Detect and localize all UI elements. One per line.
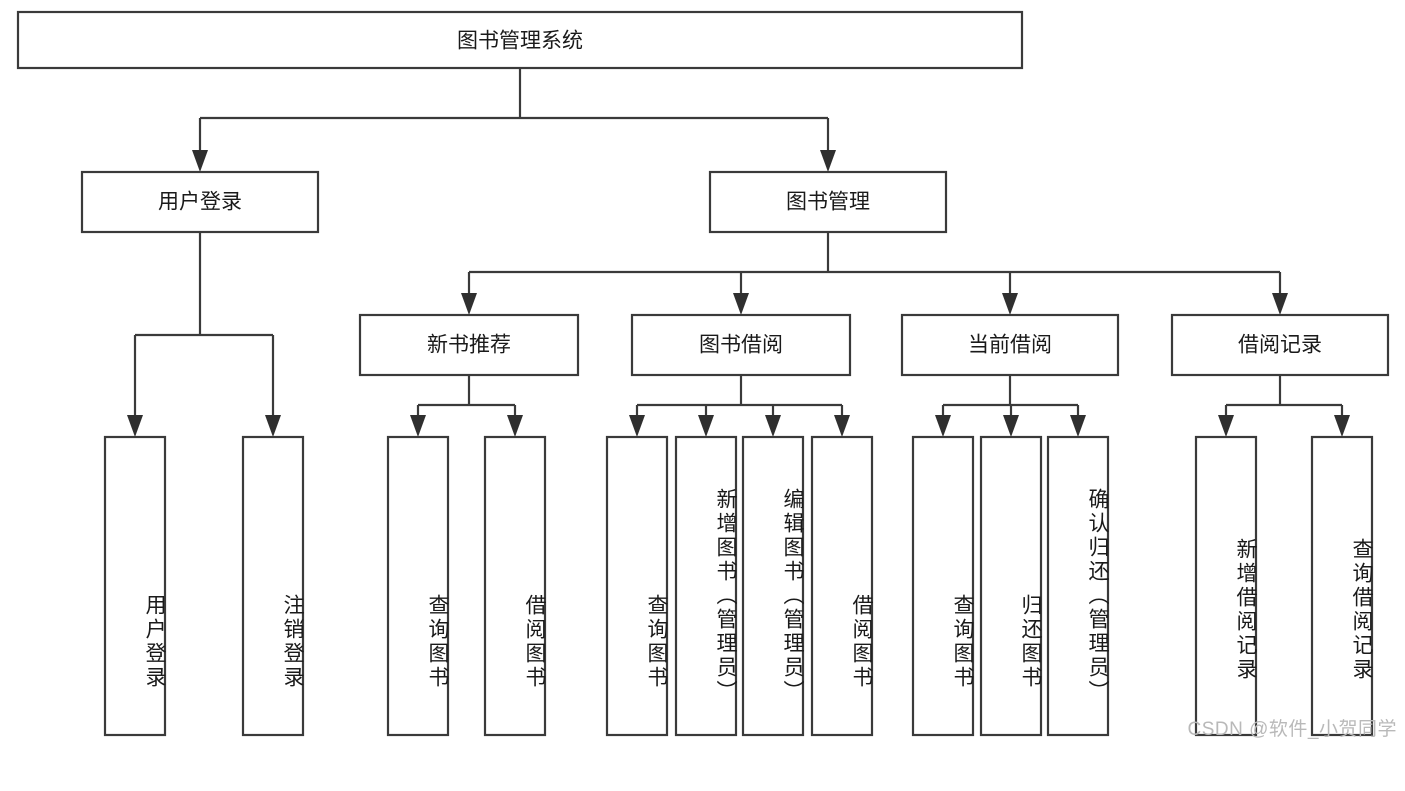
arrow-head-icon	[629, 415, 645, 437]
leaf-box-new-book-0[interactable]	[386, 435, 450, 737]
node-root-label: 图书管理系统	[457, 30, 583, 53]
node-new-book-recommend-box[interactable]	[358, 313, 580, 377]
node-book-management-label: 图书管理	[786, 191, 870, 214]
connector-root-to-level2	[192, 68, 836, 172]
leaf-box-borrow-records-0[interactable]	[1194, 435, 1258, 737]
node-book-borrow-label: 图书借阅	[699, 334, 783, 357]
watermark-text: CSDN @软件_小贺同学	[1187, 719, 1397, 740]
node-root-box[interactable]	[16, 10, 1024, 70]
arrow-head-icon	[192, 150, 208, 172]
arrow-head-icon	[1334, 415, 1350, 437]
arrow-head-icon	[1070, 415, 1086, 437]
connector-borrow-records-to-leaves	[1218, 375, 1350, 437]
node-user-login-box[interactable]	[80, 170, 320, 234]
connector-new-book-to-leaves	[410, 375, 523, 437]
leaf-box-user-login-1[interactable]	[241, 435, 305, 737]
flowchart-canvas: 图书管理系统 用户登录 图书管理 新书推荐 图书借阅 当前借阅 借阅记录 用户登…	[16, 10, 1397, 740]
leaf-box-current-borrow-2[interactable]	[1046, 435, 1110, 737]
leaf-box-current-borrow-1[interactable]	[979, 435, 1043, 737]
node-current-borrow-label: 当前借阅	[968, 334, 1052, 357]
leaf-box-new-book-1[interactable]	[483, 435, 547, 737]
arrow-head-icon	[265, 415, 281, 437]
arrow-head-icon	[820, 150, 836, 172]
arrow-head-icon	[1218, 415, 1234, 437]
node-borrow-records-label: 借阅记录	[1238, 334, 1322, 357]
arrow-head-icon	[1272, 293, 1288, 315]
connector-book-borrow-to-leaves	[629, 375, 850, 437]
arrow-head-icon	[698, 415, 714, 437]
arrow-head-icon	[1002, 293, 1018, 315]
arrow-head-icon	[733, 293, 749, 315]
arrow-head-icon	[507, 415, 523, 437]
leaf-box-book-borrow-0[interactable]	[605, 435, 669, 737]
leaf-box-book-borrow-3[interactable]	[810, 435, 874, 737]
arrow-head-icon	[1003, 415, 1019, 437]
arrow-head-icon	[461, 293, 477, 315]
arrow-head-icon	[834, 415, 850, 437]
leaf-box-book-borrow-1[interactable]	[674, 435, 738, 737]
connector-current-borrow-to-leaves	[935, 375, 1086, 437]
leaf-box-book-borrow-2[interactable]	[741, 435, 805, 737]
leaf-box-current-borrow-0[interactable]	[911, 435, 975, 737]
connector-book-management-to-level3	[461, 232, 1288, 315]
flowchart-svg: 图书管理系统 用户登录 图书管理 新书推荐 图书借阅 当前借阅 借阅记录	[16, 10, 1390, 737]
leaf-box-user-login-0[interactable]	[103, 435, 167, 737]
connector-user-login-to-leaves	[127, 232, 281, 437]
arrow-head-icon	[765, 415, 781, 437]
node-user-login-label: 用户登录	[158, 191, 242, 214]
arrow-head-icon	[127, 415, 143, 437]
leaf-box-borrow-records-1[interactable]	[1310, 435, 1374, 737]
node-current-borrow-box[interactable]	[900, 313, 1120, 377]
arrow-head-icon	[410, 415, 426, 437]
arrow-head-icon	[935, 415, 951, 437]
node-new-book-recommend-label: 新书推荐	[427, 334, 511, 357]
